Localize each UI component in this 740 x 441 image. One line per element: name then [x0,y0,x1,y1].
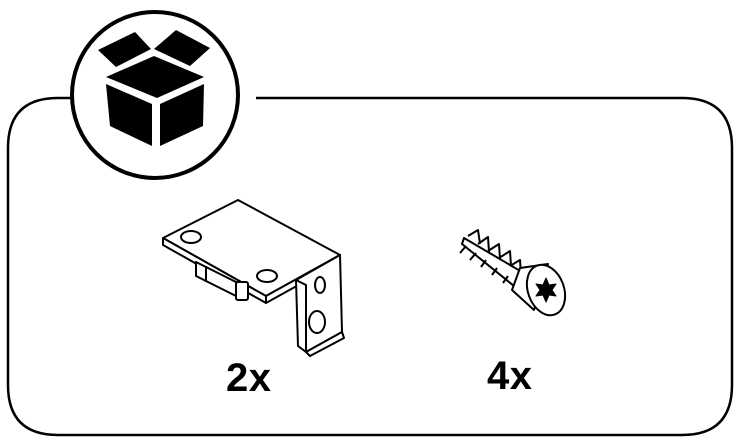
wood-screw-icon [459,229,567,317]
package-box-icon [70,10,240,180]
angle-bracket-icon [162,199,345,357]
parts-frame [6,96,734,437]
screw-quantity-label: 4x [487,354,533,398]
bracket-quantity-label: 2x [226,356,272,400]
